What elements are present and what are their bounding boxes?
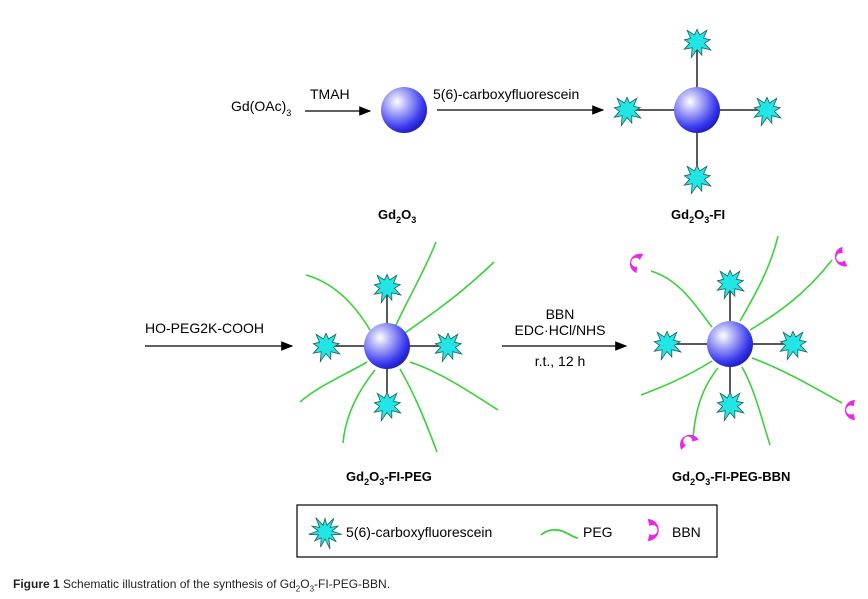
label-gd2o3: Gd2O3 (378, 207, 416, 225)
fluorescein-star-icon (716, 391, 746, 423)
peg-chain (395, 241, 437, 326)
label-gd2o3-fi-peg: Gd2O3-FI-PEG (346, 469, 432, 487)
gd2o3-fi-particle (613, 28, 783, 196)
peg-chain (404, 261, 495, 334)
fluorescein-star-icon (653, 330, 683, 362)
peg-chain (739, 235, 779, 322)
nanoparticle-core (364, 323, 410, 369)
peg-chain (342, 369, 376, 444)
peg-chain (751, 357, 843, 404)
bbn-ligand (647, 519, 659, 541)
caption-text: O (300, 577, 310, 591)
peg-chain (409, 361, 499, 411)
peg-chain (299, 361, 368, 403)
peg-chain (305, 274, 371, 331)
reagent-ho-peg2k-cooh: HO-PEG2K-COOH (145, 320, 264, 336)
legend-label-peg: PEG (583, 524, 613, 540)
fluorescein-star-icon (373, 273, 403, 305)
fluorescein-star-icon (779, 330, 809, 362)
reagent-edc-nhs: EDC·HCl/NHS (515, 322, 606, 338)
legend-label-bbn: BBN (672, 524, 701, 540)
fluorescein-star-icon (683, 28, 713, 60)
reagent-gd-oac3: Gd(OAc)3 (231, 98, 291, 118)
fluorescein-star-icon (613, 96, 643, 128)
peg-chain (749, 259, 833, 331)
fluorescein-star-icon (683, 164, 713, 196)
reagent-bbn: BBN (546, 306, 575, 322)
caption-sub: 3 (309, 584, 315, 594)
figure-caption: Figure 1 Schematic illustration of the s… (13, 577, 390, 593)
gd2o3-fi-peg-particle (299, 241, 499, 453)
peg-chain (741, 366, 771, 446)
bbn-ligand (845, 400, 855, 420)
reagent-tmah: TMAH (310, 86, 350, 102)
peg-chain (650, 270, 713, 328)
peg-chain (399, 368, 438, 453)
bbn-ligand (629, 253, 644, 274)
legend-box (296, 504, 718, 558)
peg-chain (692, 367, 719, 439)
peg-chain-icon (540, 528, 579, 539)
gd2o3-fi-peg-bbn-particle (629, 235, 855, 450)
fluorescein-star-icon (373, 391, 403, 423)
caption-sub: 2 (295, 584, 301, 594)
fluorescein-star-icon (434, 332, 464, 364)
legend-label-fluorescein: 5(6)-carboxyfluorescein (346, 524, 492, 540)
star-icon (308, 516, 343, 550)
gd2o3-nanoparticle (381, 87, 427, 133)
peg-chain (640, 360, 713, 396)
caption-text: -FI-PEG-BBN. (314, 577, 391, 591)
fluorescein-star-icon (716, 269, 746, 301)
reagent-carboxyfluorescein: 5(6)-carboxyfluorescein (433, 86, 579, 102)
bbn-ligand (680, 434, 699, 450)
fluorescein-star-icon (312, 332, 342, 364)
bbn-icon (647, 519, 659, 541)
figure-label: Figure 1 (13, 577, 60, 591)
nanoparticle-core (674, 87, 720, 133)
caption-text: Schematic illustration of the synthesis … (59, 577, 296, 591)
bbn-ligand (834, 246, 848, 267)
label-gd2o3-fi: Gd2O3-FI (671, 207, 725, 225)
legend: 5(6)-carboxyfluorescein PEG BBN (296, 504, 718, 558)
fluorescein-star-icon (308, 516, 343, 550)
nanoparticle-core (707, 321, 753, 367)
fluorescein-star-icon (753, 96, 783, 128)
label-gd2o3-fi-peg-bbn: Gd2O3-FI-PEG-BBN (672, 469, 790, 487)
reaction-conditions: r.t., 12 h (535, 353, 586, 369)
